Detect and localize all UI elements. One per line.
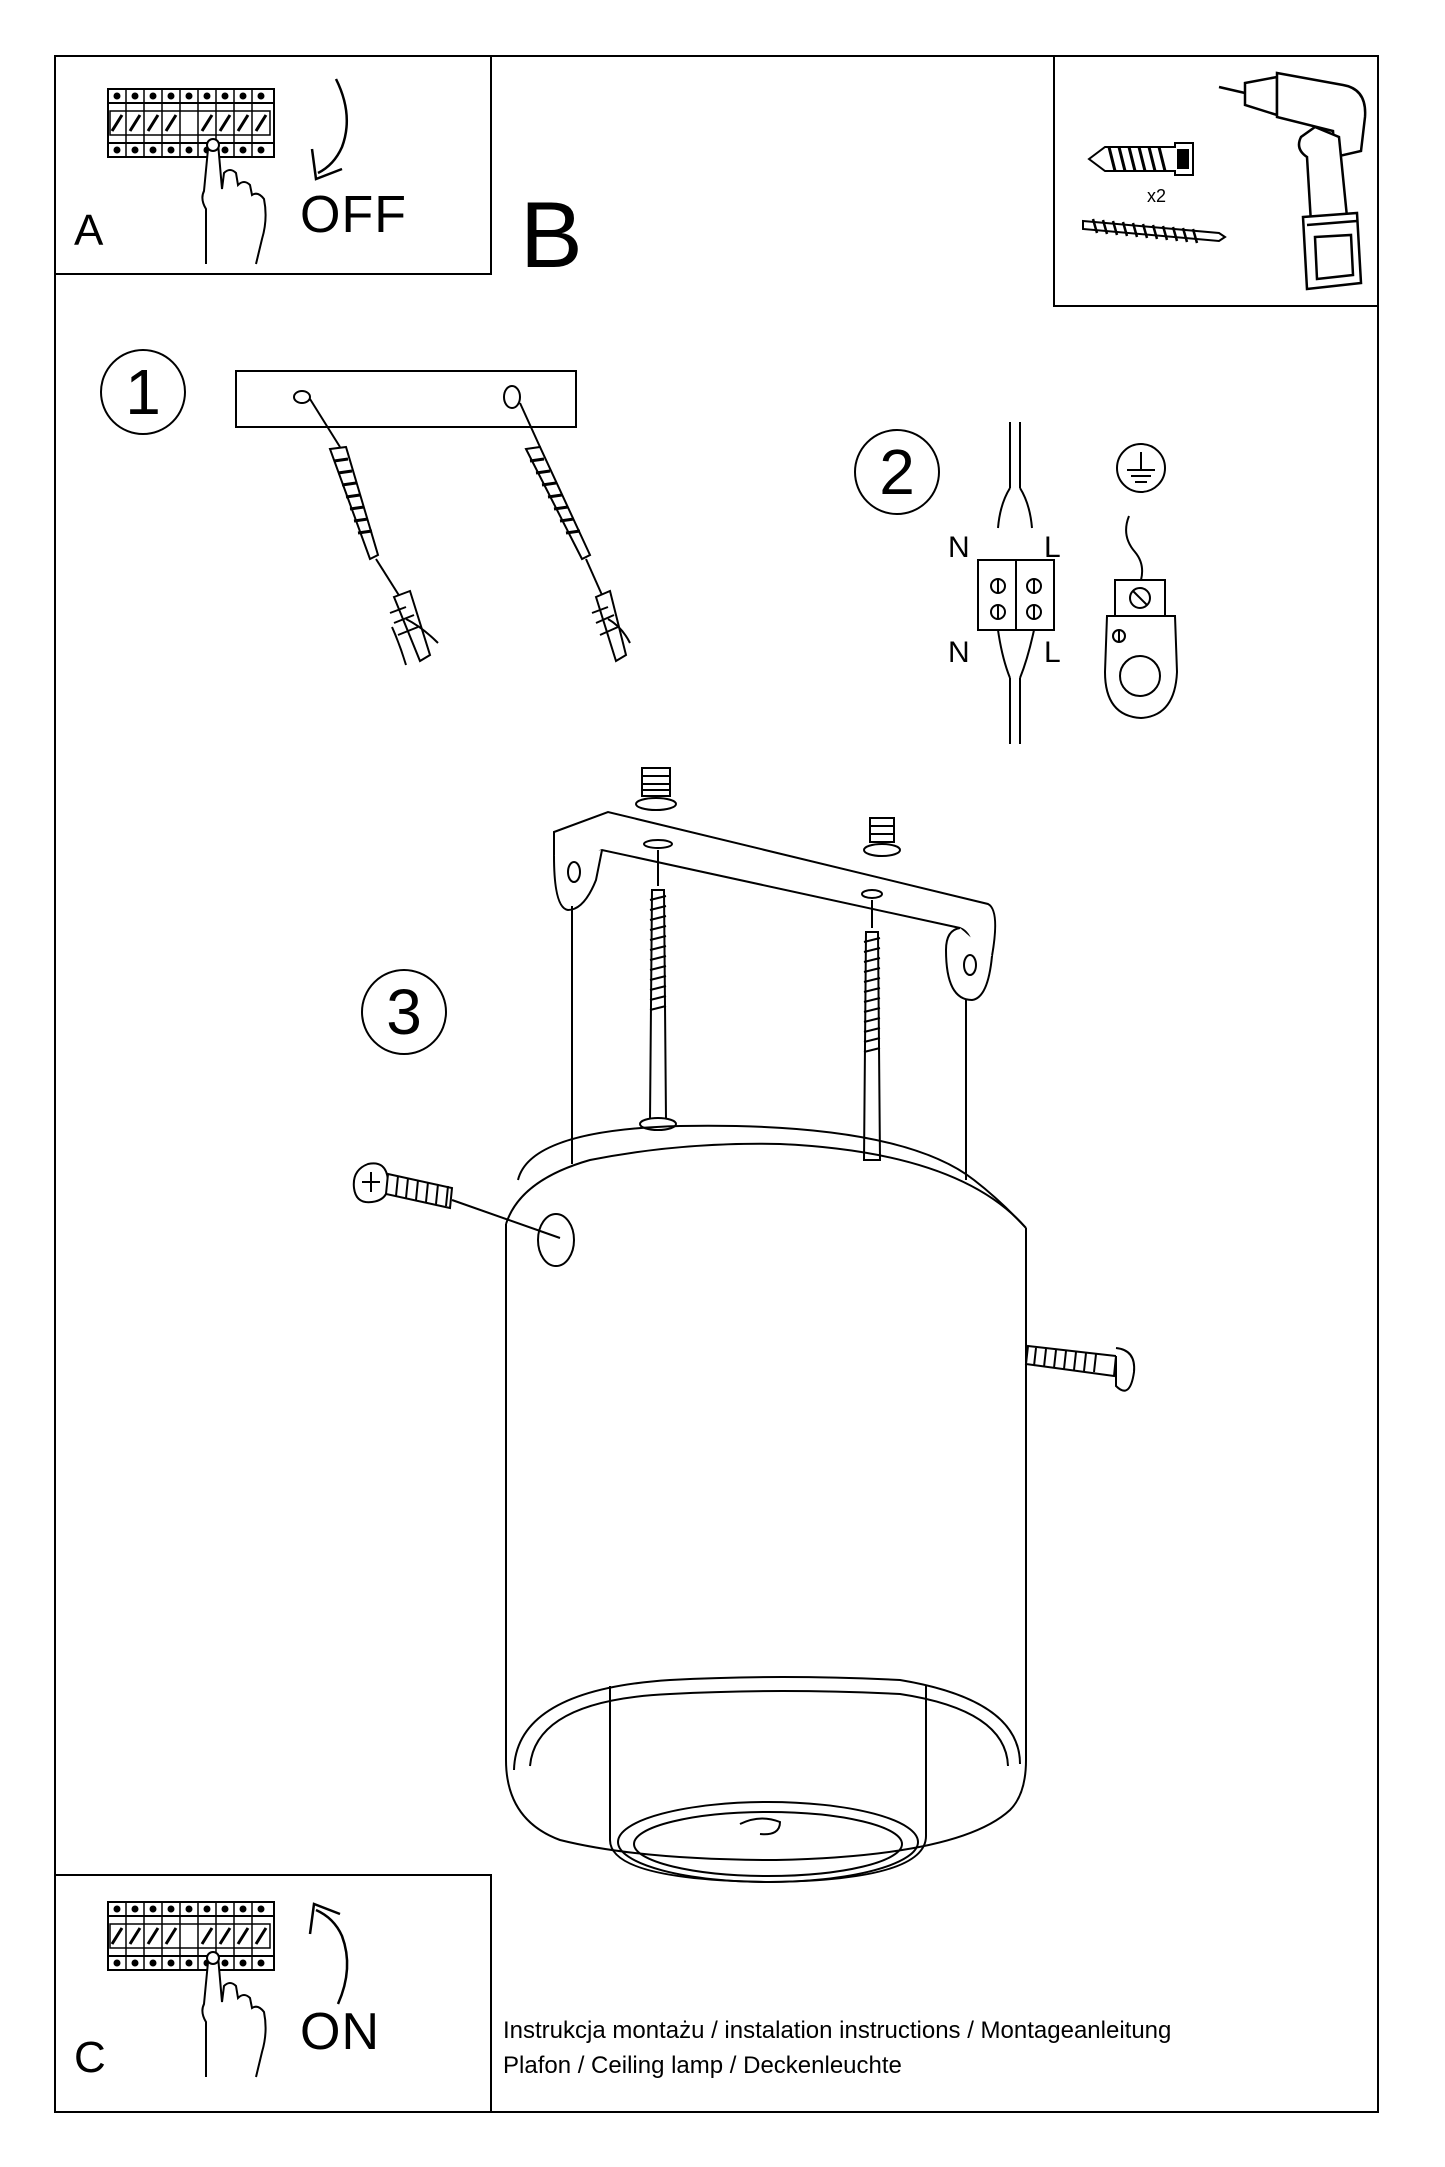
step-1-marker: 1 <box>100 349 186 435</box>
ground-symbol-icon <box>1095 440 1185 730</box>
panel-c-power-on: C ON <box>54 1874 492 2113</box>
tools-box: x2 <box>1053 55 1379 307</box>
live-label-bottom: L <box>1044 636 1061 669</box>
footer-title-line-1: Instrukcja montażu / instalation instruc… <box>503 2017 1172 2044</box>
power-on-label: ON <box>300 2003 380 2061</box>
circuit-breaker-icon <box>106 1900 276 1972</box>
panel-letter-c: C <box>74 2033 106 2082</box>
step-2-marker: 2 <box>854 429 940 515</box>
hand-pointer-icon <box>196 1932 276 2082</box>
terminal-block-icon <box>970 418 1070 748</box>
panel-letter-a: A <box>74 206 104 255</box>
curved-arrow-up-icon <box>306 1898 366 2008</box>
panel-a-power-off: A OFF <box>54 55 492 275</box>
neutral-label-bottom: N <box>948 636 970 669</box>
ceiling-lamp-assembly-diagram <box>340 760 1140 1890</box>
hand-pointer-icon <box>196 119 276 269</box>
wall-plug-icon <box>1085 139 1195 179</box>
circuit-breaker-icon <box>106 87 276 159</box>
footer-title-line-2: Plafon / Ceiling lamp / Deckenleuchte <box>503 2052 902 2079</box>
ceiling-mount-drilling-diagram <box>230 365 630 685</box>
step-3-marker: 3 <box>361 969 447 1055</box>
panel-letter-b: B <box>520 182 583 287</box>
instruction-sheet <box>54 55 1379 2113</box>
curved-arrow-down-icon <box>306 75 366 185</box>
screw-icon <box>1079 207 1229 247</box>
power-off-label: OFF <box>300 186 407 244</box>
drill-icon <box>1215 67 1375 303</box>
quantity-label: x2 <box>1147 186 1167 206</box>
neutral-label-top: N <box>948 531 970 564</box>
live-label-top: L <box>1044 531 1061 564</box>
